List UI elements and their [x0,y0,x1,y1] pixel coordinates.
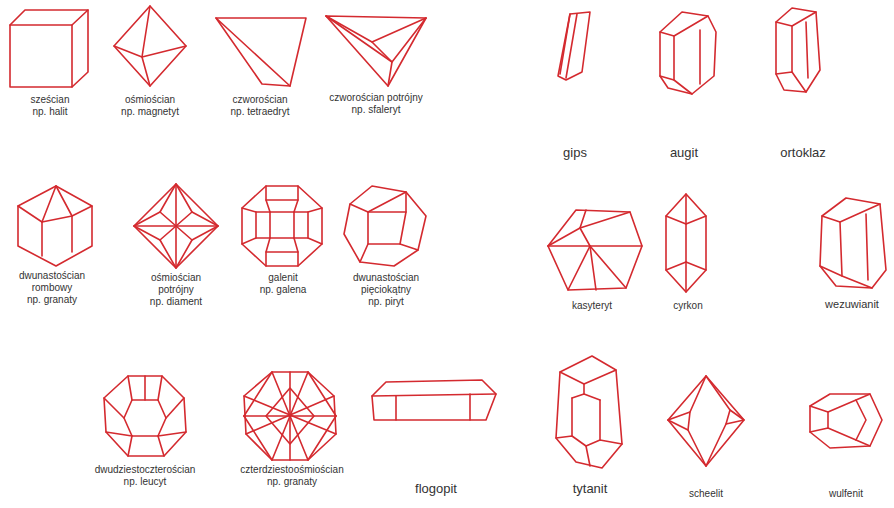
titanite [556,356,622,468]
crystal-label: wezuwianit [825,298,879,311]
cassiterite [548,210,642,290]
icositetrahedron [104,376,186,456]
crystal-label: dwudziestoczterościan [95,464,196,476]
crystal-label: ośmiościan [151,272,201,284]
phlogopite [372,380,496,420]
crystal-label: np. diament [150,296,202,308]
galena-crystal [242,186,322,266]
crystal-label: wulfenit [829,488,863,500]
crystal-label: np. granaty [27,294,77,306]
scheelite [668,376,744,466]
crystal-label: np. leucyt [124,476,167,488]
crystal-label: kasyteryt [572,300,612,312]
tristetrahedron [326,16,426,86]
crystal-label: np. tetraedryt [231,106,290,118]
crystal-label: dwunastościan [19,270,85,282]
crystal-label: tytanit [573,482,608,497]
vesuvianite [820,198,886,288]
crystal-label: rombowy [32,282,73,294]
rhombic-dodecahedron [18,186,92,266]
crystal-label: czterdziestoośmiościan [240,464,343,476]
zircon [666,194,706,292]
wulfenite [810,394,882,448]
crystal-label: np. magnetyt [121,106,179,118]
crystal-label: gips [563,146,587,161]
crystal-label: flogopit [415,482,457,497]
hexoctahedron [244,372,336,460]
crystal-label: ortoklaz [780,146,826,161]
crystal-label: np. galena [260,284,307,296]
crystal-label: np. piryt [368,296,404,308]
crystal-label: np. halit [32,106,67,118]
orthoclase [776,8,820,92]
crystal-label: cyrkon [673,300,702,312]
crystal-label: sześcian [31,94,70,106]
cube [10,10,88,87]
crystal-label: np. sfaleryt [352,104,401,116]
crystal-label: ośmiościan [125,94,175,106]
crystal-label: czworościan [232,94,287,106]
pyritohedron [344,186,426,266]
trisoctahedron [134,184,218,268]
tetrahedron [216,18,306,86]
crystal-label: scheelit [689,488,723,500]
crystal-label: augit [670,146,698,161]
crystal-label: dwunastościan [353,272,419,284]
crystal-label: np. granaty [267,476,317,488]
crystal-label: galenit [268,272,297,284]
crystal-label: czworościan potrójny [329,92,422,104]
octahedron [114,6,186,86]
augite [660,12,716,94]
crystal-label: pięciokątny [361,284,411,296]
crystal-label: potrójny [158,284,194,296]
gypsum [558,12,590,80]
